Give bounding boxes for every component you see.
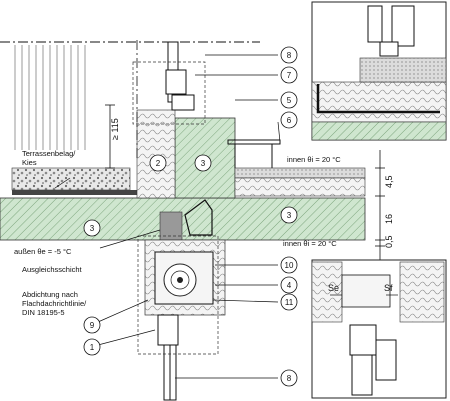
callout-5: 5 (280, 91, 298, 109)
connector-profile (184, 199, 213, 236)
inset-detail-top (311, 1, 447, 141)
callout-3b: 3 (83, 219, 101, 237)
label-compensation-layer: Ausgleichsschicht (22, 265, 83, 274)
upper-window-frame (165, 41, 195, 111)
dimension-16: 16 (384, 214, 394, 224)
screed-layer (234, 167, 366, 179)
gravel-layer (11, 167, 131, 191)
svg-text:11: 11 (285, 298, 294, 307)
pedestal-support (227, 139, 281, 168)
callout-7: 7 (280, 66, 298, 84)
dimension-45: 4,5 (384, 175, 394, 188)
facade-cladding (0, 40, 260, 150)
label-sealing-3: DIN 18195-5 (22, 308, 65, 317)
svg-text:10: 10 (285, 261, 294, 270)
svg-text:9: 9 (90, 321, 95, 330)
label-inside-temp-top: innen θi = 20 °C (287, 155, 341, 164)
label-sf: Sf (384, 283, 393, 293)
inset-detail-bottom (311, 259, 447, 399)
sealing-layer (12, 190, 147, 195)
callout-9: 9 (83, 316, 101, 334)
callout-6: 6 (280, 111, 298, 129)
svg-text:3: 3 (201, 159, 206, 168)
svg-text:1: 1 (90, 343, 95, 352)
dimension-115: ≥ 115 (110, 118, 120, 140)
svg-text:3: 3 (90, 224, 95, 233)
leader-lines (54, 54, 281, 379)
callout-4: 4 (280, 276, 298, 294)
svg-text:7: 7 (287, 71, 292, 80)
svg-text:6: 6 (287, 116, 292, 125)
label-gravel: Kies (22, 158, 37, 167)
svg-text:3: 3 (287, 211, 292, 220)
svg-text:8: 8 (287, 51, 292, 60)
svg-text:8: 8 (287, 374, 292, 383)
label-se: Se (328, 283, 339, 293)
callout-8b: 8 (280, 369, 298, 387)
svg-text:4: 4 (287, 281, 292, 290)
callout-8a: 8 (280, 46, 298, 64)
callout-10: 10 (280, 256, 298, 274)
label-outside-temp: außen θe = -5 °C (14, 247, 72, 256)
dimension-line-right (375, 167, 385, 247)
floor-slab (0, 197, 366, 241)
callout-2: 2 (149, 154, 167, 172)
svg-text:5: 5 (287, 96, 292, 105)
callout-3c: 3 (280, 206, 298, 224)
dimension-line-left (105, 104, 115, 169)
detail-frame-upper (132, 61, 206, 125)
impact-insulation (234, 177, 366, 197)
dimension-05: 0,5 (384, 235, 394, 248)
parapet-insulation (136, 109, 176, 199)
label-sealing-1: Abdichtung nach (22, 290, 78, 299)
lower-window-frame (157, 314, 179, 401)
callout-11: 11 (280, 293, 298, 311)
label-sealing-2: Flachdachrichtlinie/ (22, 299, 87, 308)
label-inside-temp-bottom: innen θi = 20 °C (283, 239, 337, 248)
callout-1: 1 (83, 338, 101, 356)
label-terrace-covering: Terrassenbelag/ (22, 149, 76, 158)
detail-frame-lower (137, 235, 219, 355)
svg-text:2: 2 (156, 159, 161, 168)
callout-3a: 3 (194, 154, 212, 172)
